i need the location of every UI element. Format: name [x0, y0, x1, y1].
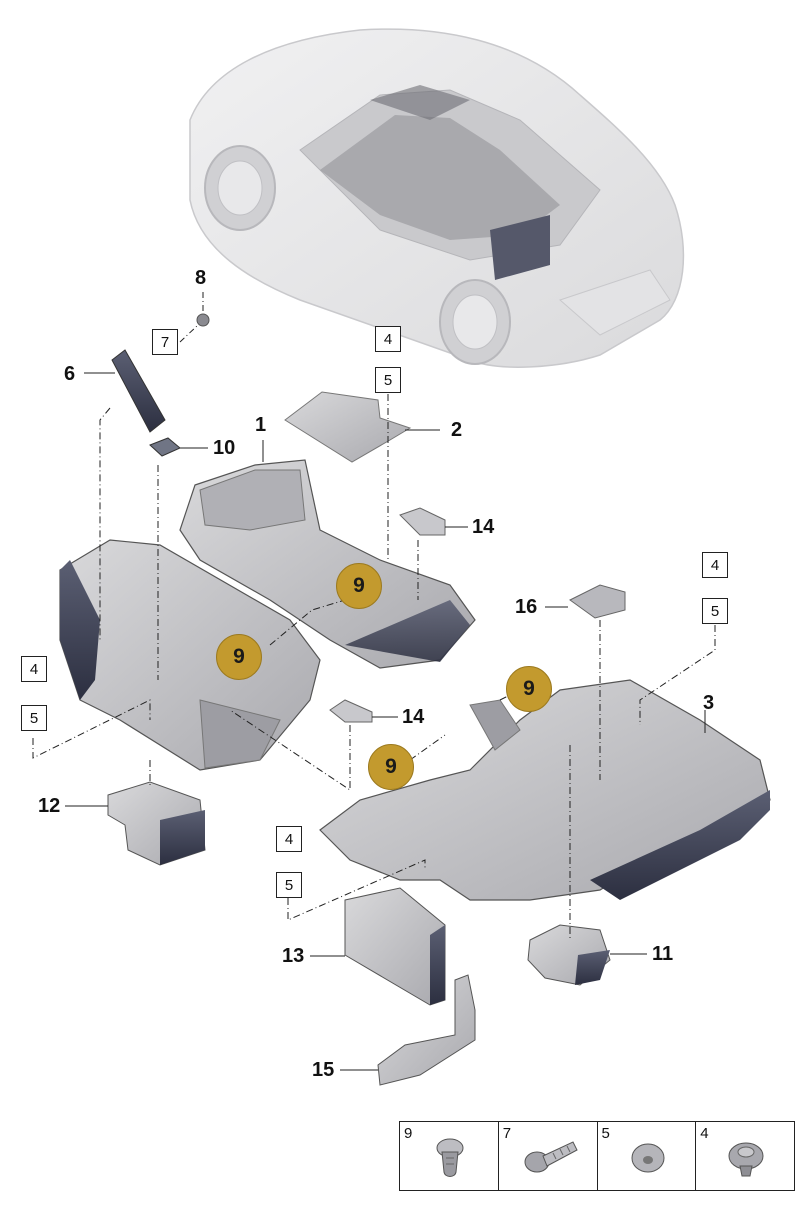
fastener-cell-5: 5 — [598, 1122, 697, 1190]
boxed-ref-7: 7 — [152, 329, 178, 355]
fastener-cell-label: 5 — [601, 1125, 610, 1142]
fastener-legend-table: 9 7 5 4 — [399, 1121, 795, 1191]
pad-14a-shape — [399, 507, 446, 536]
sheet-2-shape — [284, 391, 412, 463]
callout-1: 1 — [255, 414, 267, 436]
fastener-cell-9: 9 — [400, 1122, 499, 1190]
callout-3: 3 — [703, 692, 715, 714]
fastener-9-badge: 9 — [336, 563, 382, 609]
callout-8: 8 — [195, 267, 207, 289]
boxed-ref-4-left: 4 — [21, 656, 47, 682]
fastener-cell-label: 7 — [502, 1125, 512, 1142]
callout-16: 16 — [515, 596, 538, 618]
fastener-cell-7: 7 — [499, 1122, 598, 1190]
callout-12: 12 — [38, 795, 61, 817]
fastener-9-badge: 9 — [216, 634, 262, 680]
boxed-ref-4-top: 4 — [375, 326, 401, 352]
fastener-cell-label: 9 — [404, 1125, 413, 1142]
callout-10: 10 — [213, 437, 236, 459]
fastener-9-badge: 9 — [368, 744, 414, 790]
nut-8-shape — [196, 313, 210, 327]
bracket-16-shape — [569, 584, 626, 619]
pad-14b-shape — [329, 699, 373, 723]
callout-14-upper: 14 — [472, 516, 495, 538]
clip-fastener-icon — [436, 1138, 464, 1177]
fastener-cell-label: 4 — [700, 1125, 709, 1142]
trim-6-shape — [111, 349, 166, 433]
screw-icon — [524, 1141, 578, 1173]
callout-13: 13 — [282, 945, 305, 967]
fastener-cell-4: 4 — [696, 1122, 794, 1190]
fastener-9-badge: 9 — [506, 666, 552, 712]
callout-14-lower: 14 — [402, 706, 425, 728]
boxed-ref-5-top: 5 — [375, 367, 401, 393]
bracket-15-shape — [377, 974, 476, 1086]
callout-2: 2 — [451, 419, 463, 441]
vehicle-overview-illustration — [189, 28, 685, 368]
boxed-ref-5-left: 5 — [21, 705, 47, 731]
rivet-fastener-icon — [728, 1142, 764, 1177]
plug-fastener-icon — [631, 1143, 664, 1173]
leader-lines — [32, 394, 716, 940]
callout-6: 6 — [64, 363, 76, 385]
boxed-ref-4-right: 4 — [702, 552, 728, 578]
boxed-ref-5-bottom: 5 — [276, 872, 302, 898]
callout-15: 15 — [312, 1059, 335, 1081]
pad-10-shape — [149, 437, 181, 457]
boxed-ref-5-right: 5 — [702, 598, 728, 624]
callout-11: 11 — [652, 943, 674, 965]
boxed-ref-4-bottom: 4 — [276, 826, 302, 852]
